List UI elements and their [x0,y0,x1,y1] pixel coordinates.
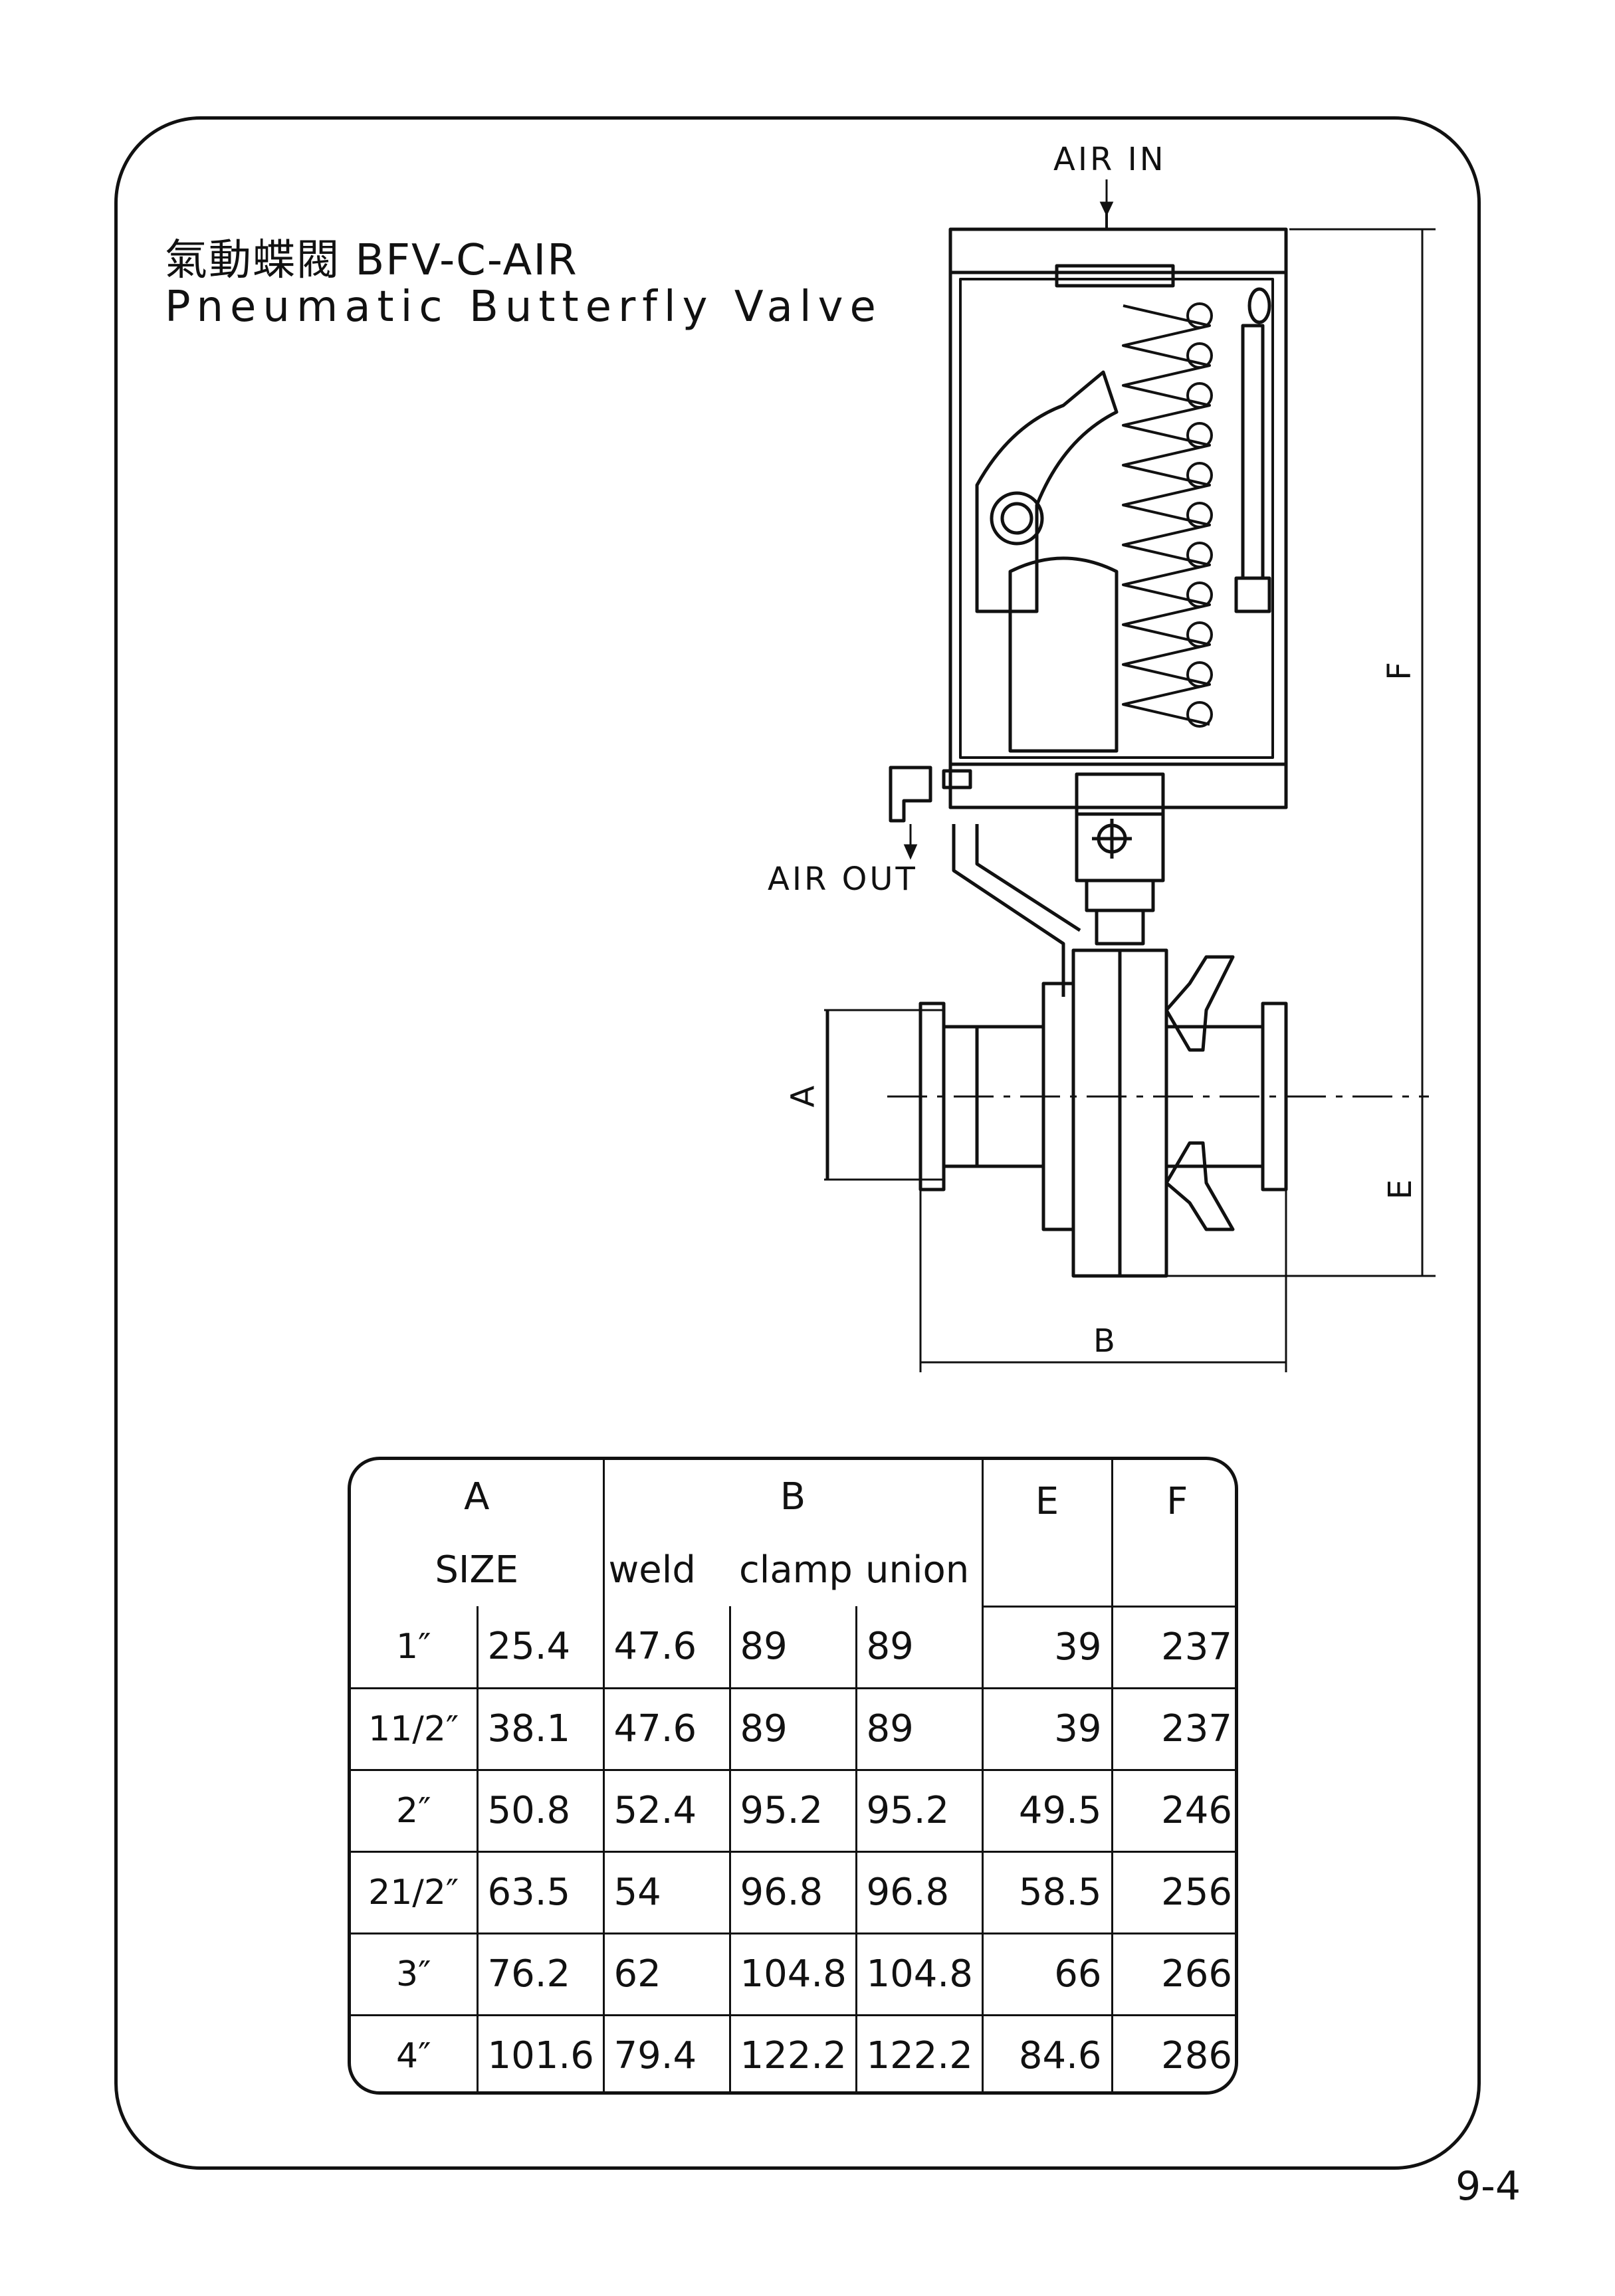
cell-f: 286 [1111,2014,1235,2091]
cell-weld: 54 [602,1850,731,1934]
cell-f: 237 [1111,1606,1235,1689]
cell-weld: 62 [602,1932,731,2016]
cell-e: 39 [981,1606,1113,1689]
cell-clamp: 122.2 [728,2014,857,2091]
cell-e: 84.6 [981,2014,1113,2091]
cell-weld: 47.6 [602,1606,731,1689]
cell-e: 49.5 [981,1768,1113,1853]
cell-union: 122.2 [855,2014,984,2091]
cell-size: 4″ [351,2014,479,2091]
dim-e-label: E [1382,1176,1420,1200]
cell-a: 25.4 [476,1606,605,1689]
cell-a: 76.2 [476,1932,605,2016]
dim-a-label: A [784,1083,822,1108]
cell-union: 104.8 [855,1932,984,2016]
cell-size: 3″ [351,1932,479,2016]
cell-clamp: 95.2 [728,1768,857,1853]
title-chinese: 氣動蝶閥 BFV-C-AIR [165,236,578,285]
cell-f: 246 [1111,1768,1235,1853]
cell-e: 66 [981,1932,1113,2016]
cell-a: 101.6 [476,2014,605,2091]
cell-size: 2″ [351,1768,479,1853]
dim-f-label: F [1380,659,1418,680]
header-size: SIZE [351,1533,605,1606]
cell-a: 63.5 [476,1850,605,1934]
header-clamp: clamp [739,1548,853,1592]
header-e: E [981,1460,1113,1608]
cell-union: 96.8 [855,1850,984,1934]
air-in-label: AIR IN [1053,141,1166,178]
cell-clamp: 89 [728,1606,857,1689]
air-out-label: AIR OUT [768,861,918,898]
cell-f: 256 [1111,1850,1235,1934]
cell-a: 50.8 [476,1768,605,1853]
header-a: A [351,1460,605,1533]
header-union: union [865,1548,970,1592]
dim-b-label: B [1093,1322,1118,1360]
page-frame [114,116,1481,2170]
cell-clamp: 89 [728,1687,857,1771]
cell-weld: 79.4 [602,2014,731,2091]
cell-f: 266 [1111,1932,1235,2016]
header-f: F [1111,1460,1235,1608]
header-weld: weld [602,1533,730,1606]
cell-clamp: 96.8 [728,1850,857,1934]
cell-clamp: 104.8 [728,1932,857,2016]
cell-size: 21/2″ [351,1850,479,1934]
header-b: B [602,1460,984,1533]
cell-e: 58.5 [981,1850,1113,1934]
cell-union: 95.2 [855,1768,984,1853]
title-english: Pneumatic Butterfly Valve [165,282,883,332]
spring [1122,302,1213,728]
cell-weld: 52.4 [602,1768,731,1853]
cell-size: 11/2″ [351,1687,479,1771]
cell-e: 39 [981,1687,1113,1771]
cell-a: 38.1 [476,1687,605,1771]
cell-union: 89 [855,1687,984,1771]
cell-size: 1″ [351,1606,479,1689]
cell-f: 237 [1111,1687,1235,1771]
cell-weld: 47.6 [602,1687,731,1771]
cell-union: 89 [855,1606,984,1689]
page-number: 9-4 [1455,2163,1521,2210]
